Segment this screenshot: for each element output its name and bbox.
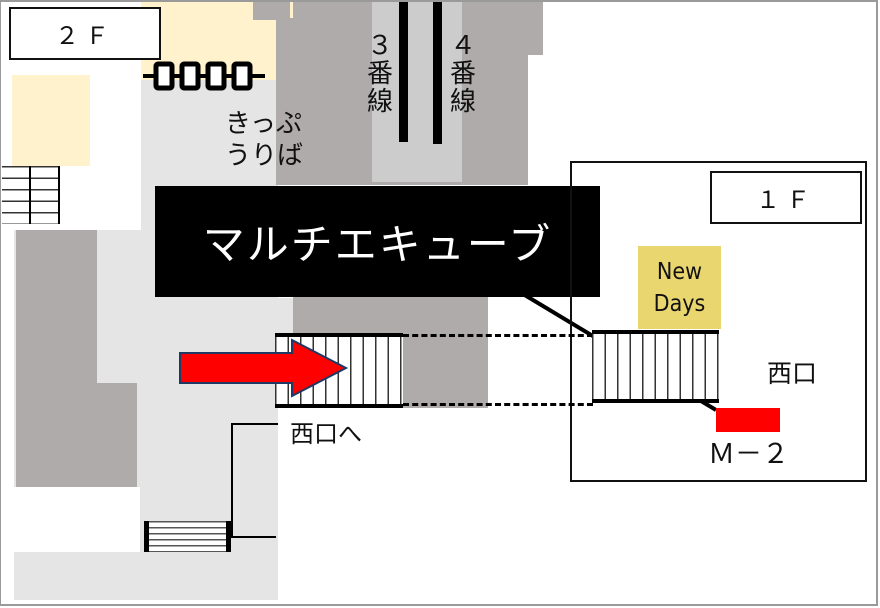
track-4-rail: [433, 2, 442, 144]
passage-dashed-top: [403, 334, 593, 337]
direction-arrow-icon: [179, 338, 349, 398]
stairs-left-top-divider: [29, 166, 31, 224]
locker-marker-m2: [716, 408, 780, 432]
ticket-office-label: きっぷ うりば: [225, 108, 303, 172]
west-exit-label: 西口: [767, 359, 818, 388]
shop-newdays: New Days: [638, 246, 721, 329]
stairs-left-top: [2, 166, 60, 224]
structure-top-left: [253, 2, 290, 20]
floor-2f-label: ２Ｆ: [9, 7, 161, 60]
stairs-1f: [592, 330, 719, 403]
structure-left-col: [16, 230, 97, 487]
track-4-label: ４番線: [449, 31, 476, 117]
passage-dashed-bottom: [403, 403, 593, 406]
ticket-office-line1: きっぷ: [225, 109, 302, 139]
leader-line-vertical: [231, 423, 233, 537]
concourse-white-notch: [14, 487, 140, 552]
leader-line-bottom: [231, 536, 276, 538]
ticket-gate-icon: [143, 61, 265, 91]
locker-id-label: Ｍ－２: [708, 439, 789, 470]
shop-name-line2: Days: [653, 290, 706, 317]
shop-name-line1: New: [656, 258, 703, 285]
callout-banner-multi-e-cube: マルチエキューブ: [155, 186, 600, 297]
ticket-office-line2: うりば: [225, 141, 304, 171]
concourse-main: [141, 80, 278, 600]
leader-line-top: [231, 423, 278, 425]
to-west-exit-label: 西口へ: [290, 420, 362, 448]
stairs-bottom: [144, 521, 231, 552]
track-3-label: ３番線: [366, 31, 393, 117]
area-cream-left: [12, 75, 90, 166]
floor-1f-label: １Ｆ: [710, 171, 862, 224]
structure-left-foot: [97, 383, 137, 487]
floor-1f-area: [570, 161, 867, 482]
platform-3-4: [372, 2, 462, 182]
track-3-rail: [399, 2, 408, 142]
